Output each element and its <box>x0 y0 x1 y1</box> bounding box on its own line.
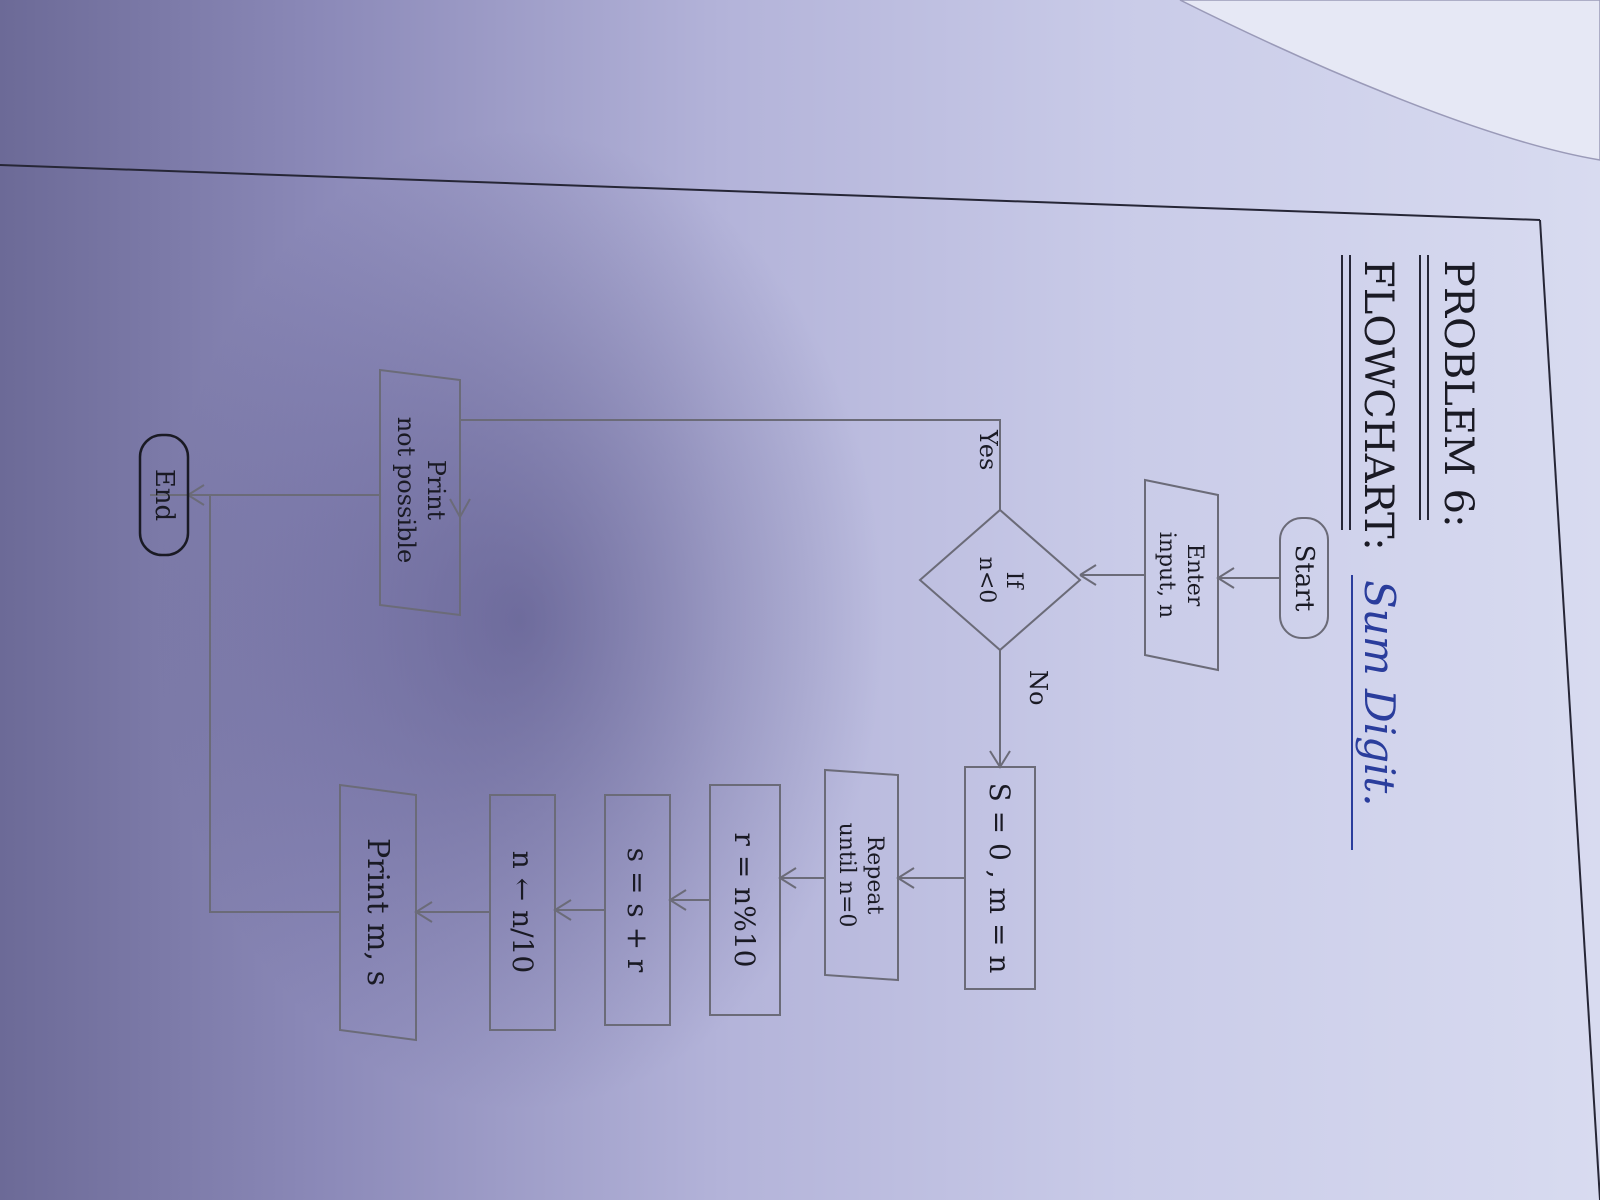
divide-label: n ← n/10 <box>506 851 539 973</box>
page-right-edge <box>1539 219 1600 1200</box>
init-label: S = 0 , m = n <box>983 783 1016 974</box>
input-label-2: input, n <box>1154 532 1179 618</box>
repeat-label-2: until n=0 <box>834 823 859 928</box>
input-box <box>1144 478 1219 672</box>
end-label: End <box>149 469 179 521</box>
paper-corner <box>1179 0 1600 161</box>
yes-label: Yes <box>974 429 1002 470</box>
decision-label-1: If <box>1001 572 1026 591</box>
start-label: Start <box>1289 545 1319 612</box>
sum-label: s = s + r <box>621 848 654 973</box>
print-not-possible-label-2: not possible <box>392 417 420 564</box>
repeat-label-1: Repeat <box>862 836 887 915</box>
problem-heading: PROBLEM 6: <box>1435 260 1481 528</box>
decision-label-2: n<0 <box>974 557 999 604</box>
print-ms-box <box>339 783 417 1042</box>
end-terminal <box>138 433 190 557</box>
input-label-1: Enter <box>1182 544 1207 607</box>
no-label: No <box>1024 670 1052 705</box>
flowchart-label: FLOWCHART: <box>1355 260 1401 551</box>
print-ms-label: Print m, s <box>360 838 395 986</box>
repeat-box <box>824 768 899 982</box>
print-not-possible-label-1: Print <box>422 460 450 521</box>
print-not-possible-box <box>379 368 461 617</box>
page-margin-line <box>0 164 1541 221</box>
remainder-label: r = n%10 <box>728 833 761 968</box>
decision-diamond <box>918 508 1082 652</box>
flowchart-subject: Sum Digit. <box>1355 580 1404 807</box>
